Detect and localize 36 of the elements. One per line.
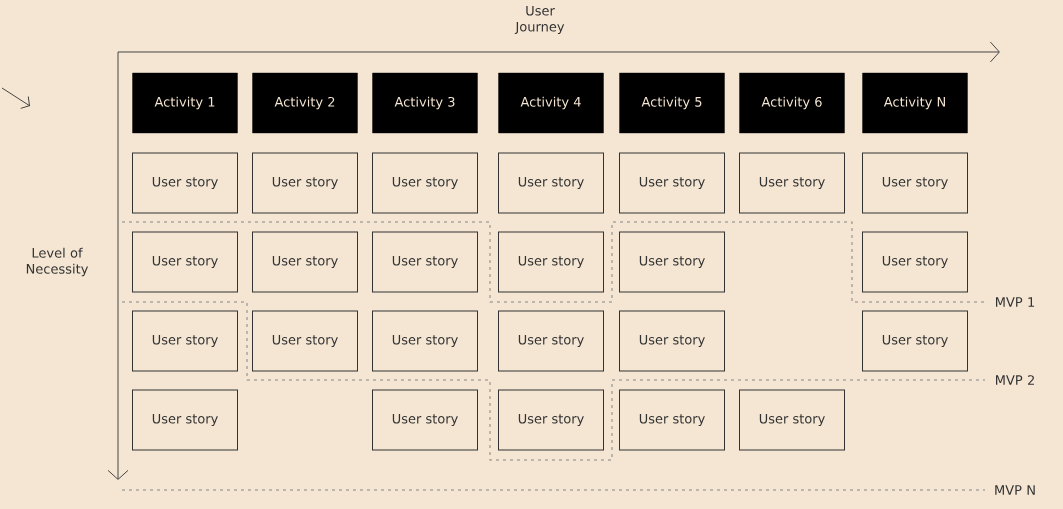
story-card: User story (372, 231, 478, 293)
axis-label: Level of Necessity (26, 247, 88, 277)
story-card: User story (498, 152, 604, 214)
activity-box: Activity 6 (739, 72, 845, 134)
story-card: User story (862, 231, 968, 293)
story-card: User story (619, 152, 725, 214)
story-card: User story (132, 310, 238, 372)
story-card: User story (132, 231, 238, 293)
story-card: User story (619, 389, 725, 451)
story-card: User story (619, 310, 725, 372)
story-card: User story (739, 152, 845, 214)
story-card: User story (252, 152, 358, 214)
story-card: User story (252, 310, 358, 372)
story-card: User story (619, 231, 725, 293)
activity-box: Activity 1 (132, 72, 238, 134)
activity-box: Activity 3 (372, 72, 478, 134)
story-card: User story (372, 389, 478, 451)
mvp-label: MVP N (995, 485, 1035, 495)
story-card: User story (862, 310, 968, 372)
story-card: User story (739, 389, 845, 451)
activity-box: Activity 4 (498, 72, 604, 134)
story-card: User story (498, 310, 604, 372)
story-card: User story (498, 231, 604, 293)
axis-label: User Journey (514, 5, 565, 35)
story-card: User story (372, 152, 478, 214)
story-card: User story (498, 389, 604, 451)
mvp-label: MVP 2 (996, 375, 1034, 385)
story-card: User story (132, 152, 238, 214)
mvp-label: MVP 1 (996, 297, 1035, 307)
story-card: User story (132, 389, 238, 451)
story-card: User story (862, 152, 968, 214)
story-card: User story (372, 310, 478, 372)
activity-box: Activity N (862, 72, 968, 134)
story-card: User story (252, 231, 358, 293)
activity-box: Activity 2 (252, 72, 358, 134)
activity-box: Activity 5 (619, 72, 725, 134)
